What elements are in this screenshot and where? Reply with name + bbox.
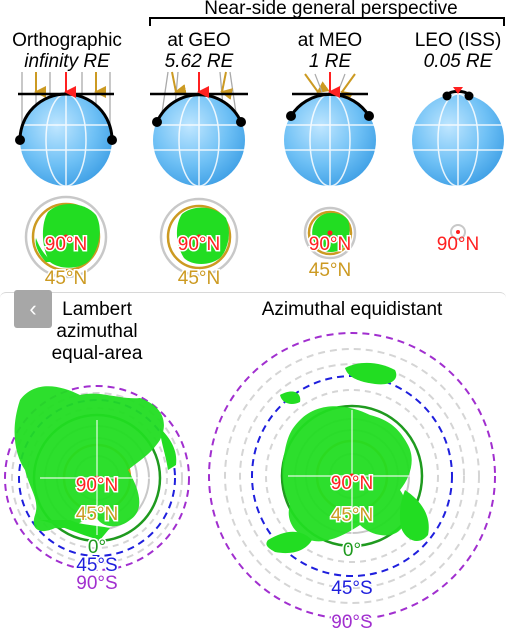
lambert-title-line2: azimuthal bbox=[56, 321, 137, 342]
col-title-leo: LEO (ISS) bbox=[415, 30, 502, 51]
back-button[interactable]: ‹ bbox=[14, 290, 52, 328]
group-bracket bbox=[149, 17, 505, 26]
col-subtitle-leo: 0.05 RE bbox=[424, 51, 493, 72]
equidistant-equator-label: 0° bbox=[343, 540, 361, 561]
equidistant-labels: Azimuthal equidistant 90°N 45°N 0° 45°S … bbox=[262, 299, 443, 630]
equidistant-map bbox=[208, 332, 496, 620]
lambert-title-line1: Lambert bbox=[62, 299, 132, 320]
equidistant-45n-label: 45°N bbox=[331, 505, 373, 526]
col-title-orthographic: Orthographic bbox=[12, 30, 122, 51]
globe-meo bbox=[284, 72, 376, 187]
equidistant-45s-label: 45°S bbox=[331, 578, 372, 599]
equidistant-title: Azimuthal equidistant bbox=[262, 299, 443, 320]
lower-projections: Lambert azimuthal equal-area 90°N 45°N 0… bbox=[4, 299, 496, 630]
small-map-orthographic: 90°N 45°N bbox=[24, 195, 108, 291]
small-map-orthographic-north: 90°N bbox=[45, 234, 87, 255]
lambert-equator-label: 0° bbox=[88, 537, 106, 558]
col-subtitle-geo: 5.62 RE bbox=[165, 51, 234, 72]
col-subtitle-meo: 1 RE bbox=[309, 51, 352, 72]
col-subtitle-orthographic: infinity RE bbox=[24, 51, 110, 72]
col-title-meo: at MEO bbox=[298, 30, 362, 51]
globe-orthographic bbox=[15, 72, 117, 187]
lambert-north-label: 90°N bbox=[76, 475, 118, 496]
globe-geo bbox=[150, 71, 248, 187]
col-title-geo: at GEO bbox=[167, 30, 230, 51]
lambert-45s-label: 45°S bbox=[76, 555, 117, 576]
column-titles: Orthographic infinity RE at GEO 5.62 RE … bbox=[12, 30, 501, 72]
lambert-title-line3: equal-area bbox=[52, 343, 143, 364]
small-map-leo-north: 90°N bbox=[437, 234, 479, 255]
globe-leo bbox=[412, 87, 504, 187]
small-map-leo: 90°N bbox=[437, 224, 479, 255]
small-map-meo-north: 90°N bbox=[309, 234, 351, 255]
lambert-45n-label: 45°N bbox=[76, 504, 118, 525]
group-title: Near-side general perspective bbox=[204, 0, 457, 19]
chevron-left-icon: ‹ bbox=[29, 296, 37, 321]
lambert-map bbox=[4, 385, 190, 571]
lambert-labels: Lambert azimuthal equal-area 90°N 45°N 0… bbox=[52, 299, 143, 596]
small-map-geo-mid: 45°N bbox=[178, 268, 220, 289]
small-map-meo-mid: 45°N bbox=[309, 260, 351, 281]
small-map-meo: 90°N 45°N bbox=[303, 206, 357, 283]
small-map-geo: 90°N 45°N bbox=[159, 197, 239, 291]
equidistant-90s-label: 90°S bbox=[331, 612, 372, 630]
small-map-geo-north: 90°N bbox=[178, 234, 220, 255]
equidistant-north-label: 90°N bbox=[331, 473, 373, 494]
small-map-orthographic-mid: 45°N bbox=[45, 268, 87, 289]
lambert-90s-label: 90°S bbox=[76, 573, 117, 594]
